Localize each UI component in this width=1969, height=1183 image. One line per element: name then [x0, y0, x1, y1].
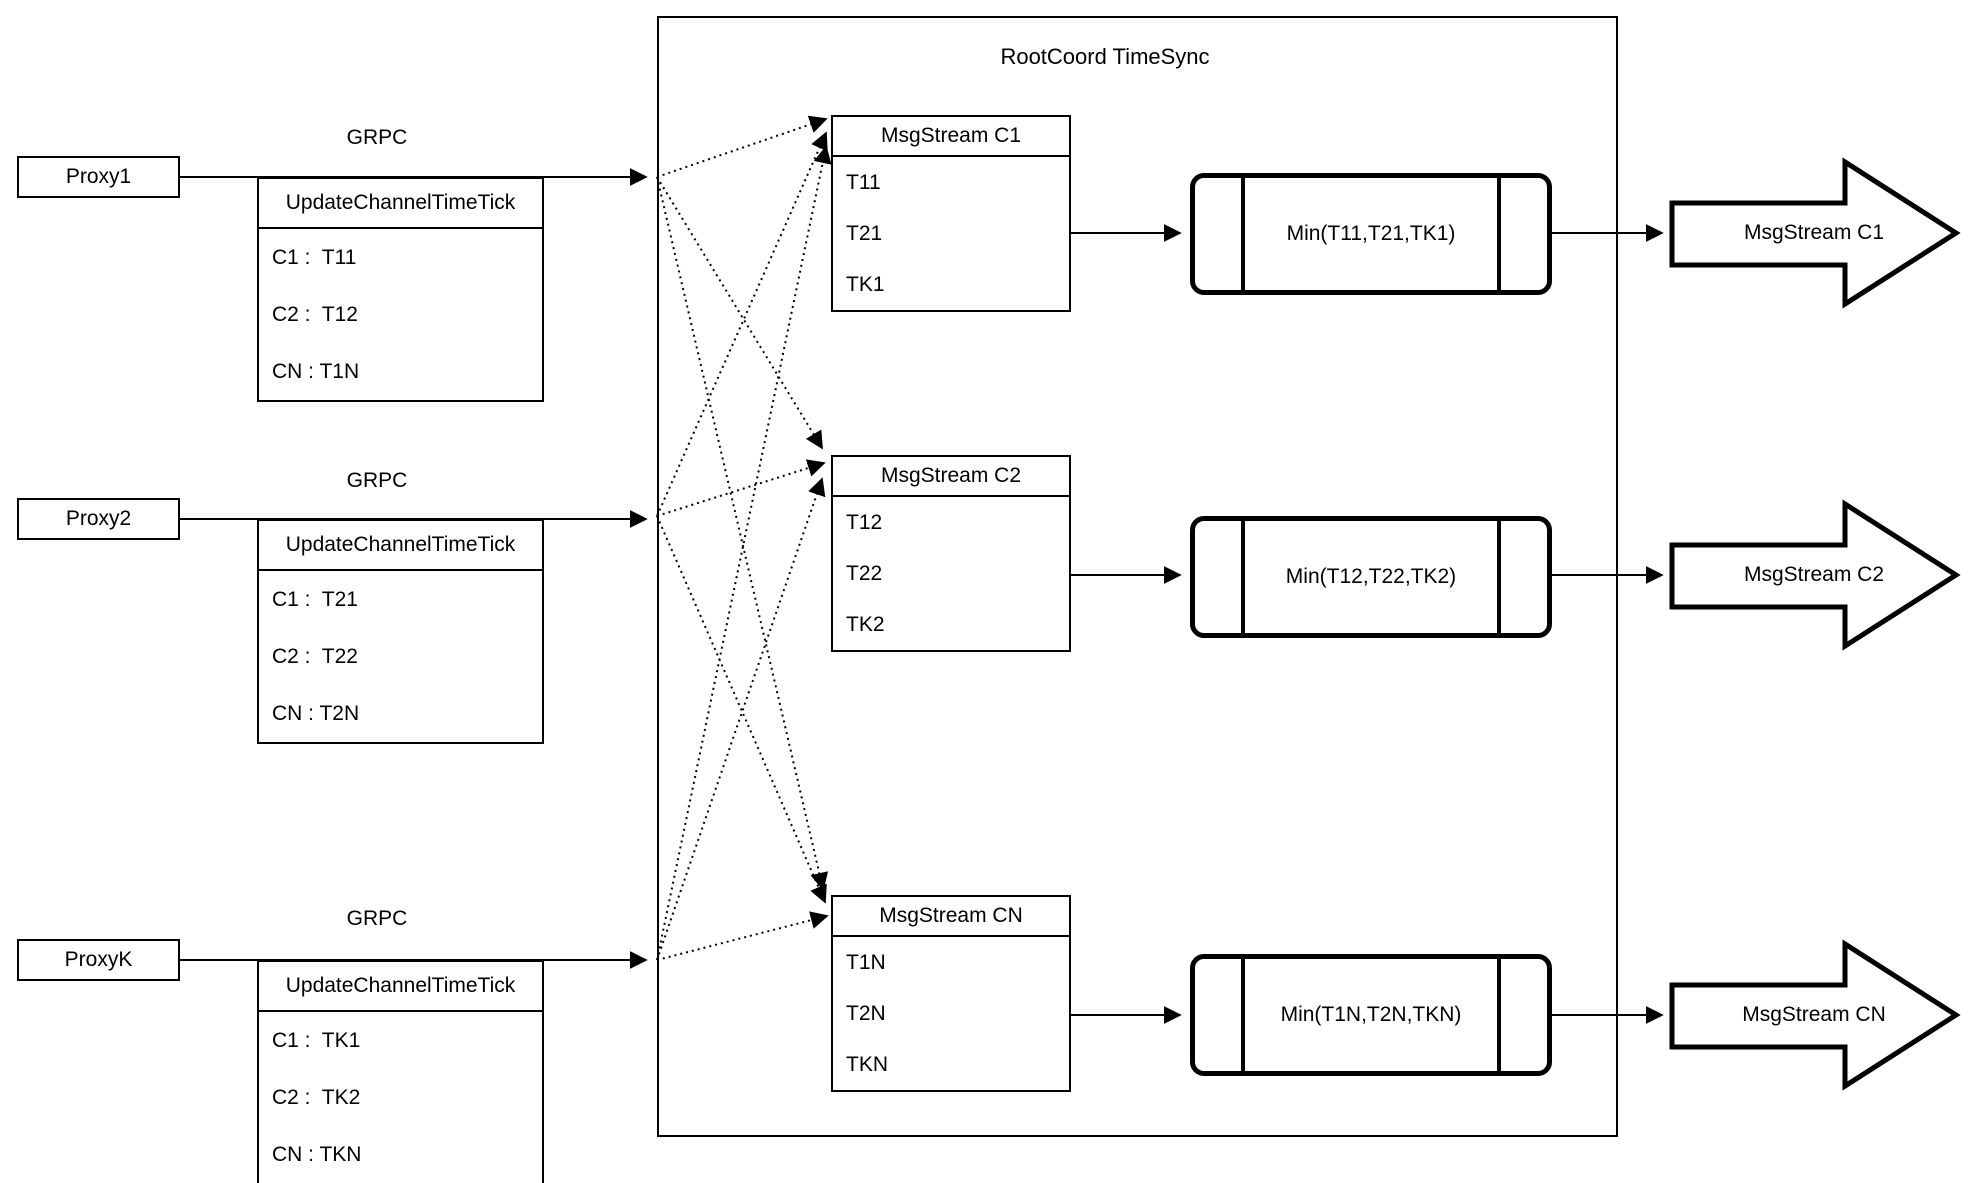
output-arrow-label-c1: MsgStream C1	[1743, 221, 1885, 244]
timetick-row: CN : T2N	[272, 701, 360, 725]
min-node-label: Min(T12,T22,TK2)	[1285, 565, 1457, 588]
output-arrow-label-cn: MsgStream CN	[1742, 1003, 1886, 1026]
timestamp-row: TKN	[846, 1052, 888, 1076]
timetick-row: CN : T1N	[272, 359, 360, 383]
msgstream-table-c2: MsgStream C2 T12 T22 TK2	[831, 455, 1071, 652]
min-node-c1: Min(T11,T21,TK1)	[1190, 173, 1552, 295]
msgstream-table-title: MsgStream CN	[833, 897, 1069, 937]
proxy2-node: Proxy2	[17, 498, 180, 540]
min-node-right-bar	[1497, 178, 1501, 290]
timetick-table-proxyk: UpdateChannelTimeTick C1 : TK1 C2 : TK2 …	[257, 960, 544, 1183]
proxy2-label: Proxy2	[65, 507, 132, 530]
min-node-right-bar	[1497, 521, 1501, 633]
block-arrow-c2	[1669, 499, 1961, 651]
proxyk-node: ProxyK	[17, 939, 180, 981]
min-node-left-bar	[1241, 178, 1245, 290]
min-node-label: Min(T1N,T2N,TKN)	[1280, 1003, 1462, 1026]
pipeline-arrows	[1071, 224, 1664, 1024]
output-block-arrows	[1669, 157, 1961, 1091]
msgstream-table-cn: MsgStream CN T1N T2N TKN	[831, 895, 1071, 1092]
timetick-table-header: UpdateChannelTimeTick	[259, 179, 542, 229]
grpc-label-1: GRPC	[346, 126, 408, 149]
timetick-fanout-arrows	[656, 115, 832, 961]
timetick-row: C2 : T12	[272, 302, 358, 326]
min-node-left-bar	[1241, 521, 1245, 633]
timetick-table-header: UpdateChannelTimeTick	[259, 962, 542, 1012]
proxyk-label: ProxyK	[64, 948, 133, 971]
output-arrow-label-c2: MsgStream C2	[1743, 563, 1885, 586]
timetick-table-proxy1: UpdateChannelTimeTick C1 : T11 C2 : T12 …	[257, 177, 544, 402]
timestamp-row: T2N	[846, 1001, 886, 1025]
timestamp-row: TK1	[846, 272, 885, 296]
timetick-row: C2 : TK2	[272, 1085, 361, 1109]
min-node-label: Min(T11,T21,TK1)	[1286, 222, 1456, 245]
timestamp-row: TK2	[846, 612, 885, 636]
timetick-row: C1 : T21	[272, 587, 358, 611]
block-arrow-c1	[1669, 157, 1961, 309]
timetick-row: C2 : T22	[272, 644, 358, 668]
container-title: RootCoord TimeSync	[1000, 44, 1210, 69]
timetick-row: CN : TKN	[272, 1142, 362, 1166]
timetick-table-header: UpdateChannelTimeTick	[259, 521, 542, 571]
timestamp-row: T12	[846, 510, 883, 534]
timetick-row: C1 : T11	[272, 245, 357, 269]
min-node-right-bar	[1497, 959, 1501, 1071]
timetick-row: C1 : TK1	[272, 1028, 361, 1052]
min-node-c2: Min(T12,T22,TK2)	[1190, 516, 1552, 638]
min-node-left-bar	[1241, 959, 1245, 1071]
msgstream-table-title: MsgStream C2	[833, 457, 1069, 497]
proxy1-node: Proxy1	[17, 156, 180, 198]
timetick-table-proxy2: UpdateChannelTimeTick C1 : T21 C2 : T22 …	[257, 519, 544, 744]
timestamp-row: T1N	[846, 950, 886, 974]
timestamp-row: T21	[846, 221, 883, 245]
msgstream-table-c1: MsgStream C1 T11 T21 TK1	[831, 115, 1071, 312]
grpc-label-2: GRPC	[346, 469, 408, 492]
proxy1-label: Proxy1	[65, 165, 132, 188]
block-arrow-cn	[1669, 939, 1961, 1091]
msgstream-table-title: MsgStream C1	[833, 117, 1069, 157]
min-node-cn: Min(T1N,T2N,TKN)	[1190, 954, 1552, 1076]
grpc-label-3: GRPC	[346, 907, 408, 930]
timestamp-row: T11	[846, 170, 881, 194]
timestamp-row: T22	[846, 561, 883, 585]
